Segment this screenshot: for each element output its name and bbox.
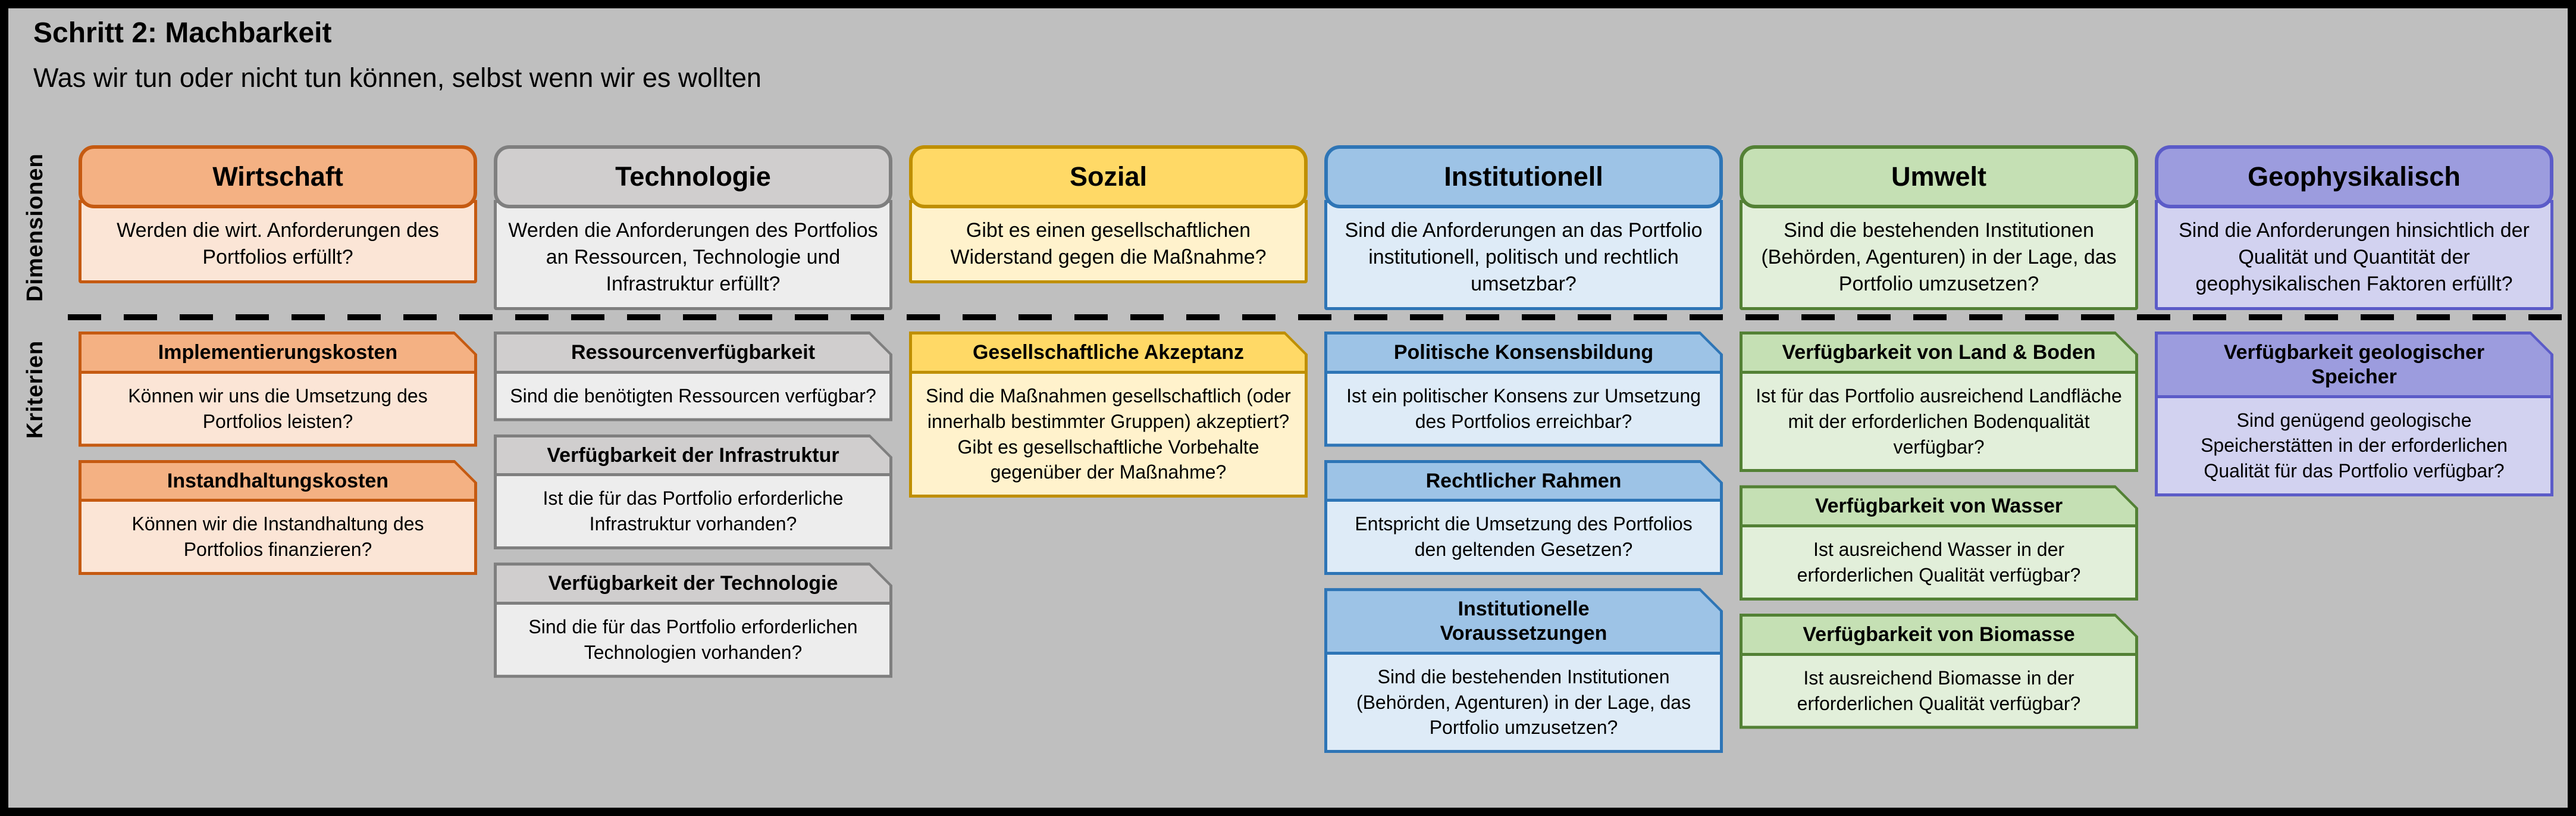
criteria-list-technologie: Ressourcenverfügbarkeit Sind die benötig… <box>494 332 892 691</box>
criterion-question: Ist ausreichend Wasser in der erforderli… <box>1743 527 2135 598</box>
criterion-title: Politische Konsensbildung <box>1327 334 1720 374</box>
criterion-question: Ist die für das Portfolio erforderliche … <box>497 476 889 546</box>
criterion-title: Verfügbarkeit von Land & Boden <box>1743 334 2135 374</box>
criterion-card: Implementierungskosten Können wir uns di… <box>82 334 474 444</box>
row-label-dimensionen: Dimensionen <box>23 153 48 302</box>
criterion-card: Verfügbarkeit geologischer Speicher Sind… <box>2158 334 2550 493</box>
criterion-card: Verfügbarkeit von Biomasse Ist ausreiche… <box>1743 617 2135 726</box>
criterion-card: Verfügbarkeit von Wasser Ist ausreichend… <box>1743 488 2135 598</box>
criterion-institutionelle-voraussetzungen: Institutionelle Voraussetzungen Sind die… <box>1324 588 1723 753</box>
dimension-question-technologie: Werden die Anforderungen des Portfolios … <box>494 200 892 310</box>
dimension-question-sozial: Gibt es einen gesellschaftlichen Widerst… <box>909 200 1308 283</box>
column-sozial: Sozial Gibt es einen gesellschaftlichen … <box>909 145 1308 809</box>
columns-container: Wirtschaft Werden die wirt. Anforderunge… <box>79 145 2553 809</box>
criterion-title: Gesellschaftliche Akzeptanz <box>912 334 1305 374</box>
dashed-divider-line <box>68 314 2568 320</box>
criterion-title: Institutionelle Voraussetzungen <box>1327 591 1720 655</box>
criterion-card: Institutionelle Voraussetzungen Sind die… <box>1327 591 1720 750</box>
page-header: Schritt 2: Machbarkeit Was wir tun oder … <box>33 17 761 93</box>
criterion-wasser: Verfügbarkeit von Wasser Ist ausreichend… <box>1740 485 2138 601</box>
column-geophysikalisch: Geophysikalisch Sind die Anforderungen h… <box>2155 145 2553 809</box>
dimension-title-wirtschaft: Wirtschaft <box>79 145 477 208</box>
criteria-list-geophysikalisch: Verfügbarkeit geologischer Speicher Sind… <box>2155 332 2553 509</box>
dimension-title-geophysikalisch: Geophysikalisch <box>2155 145 2553 208</box>
criterion-question: Ist ausreichend Biomasse in der erforder… <box>1743 656 2135 726</box>
criterion-verfuegbarkeit-infrastruktur: Verfügbarkeit der Infrastruktur Ist die … <box>494 434 892 550</box>
column-institutionell: Institutionell Sind die Anforderungen an… <box>1324 145 1723 809</box>
criterion-question: Ist ein politischer Konsens zur Umsetzun… <box>1327 374 1720 444</box>
criterion-title: Verfügbarkeit geologischer Speicher <box>2158 334 2550 398</box>
criterion-title: Ressourcenverfügbarkeit <box>497 334 889 374</box>
criterion-question: Sind die Maßnahmen gesellschaftlich (ode… <box>912 374 1305 495</box>
criterion-card: Instandhaltungskosten Können wir die Ins… <box>82 463 474 573</box>
criterion-title: Verfügbarkeit der Technologie <box>497 565 889 605</box>
criterion-card: Verfügbarkeit der Infrastruktur Ist die … <box>497 437 889 547</box>
criterion-question: Sind die benötigten Ressourcen verfügbar… <box>497 374 889 418</box>
page-subtitle: Was wir tun oder nicht tun können, selbs… <box>33 62 761 93</box>
column-wirtschaft: Wirtschaft Werden die wirt. Anforderunge… <box>79 145 477 809</box>
criterion-question: Sind die bestehenden Institutionen (Behö… <box>1327 655 1720 751</box>
criterion-title: Rechtlicher Rahmen <box>1327 463 1720 502</box>
dimension-title-technologie: Technologie <box>494 145 892 208</box>
criterion-geologische-speicher: Verfügbarkeit geologischer Speicher Sind… <box>2155 332 2553 496</box>
criterion-politische-konsensbildung: Politische Konsensbildung Ist ein politi… <box>1324 332 1723 447</box>
dimension-title-sozial: Sozial <box>909 145 1308 208</box>
dimension-question-wirtschaft: Werden die wirt. Anforderungen des Portf… <box>79 200 477 283</box>
criterion-implementierungskosten: Implementierungskosten Können wir uns di… <box>79 332 477 447</box>
criterion-rechtlicher-rahmen: Rechtlicher Rahmen Entspricht die Umsetz… <box>1324 460 1723 576</box>
criterion-gesellschaftliche-akzeptanz: Gesellschaftliche Akzeptanz Sind die Maß… <box>909 332 1308 498</box>
criterion-verfuegbarkeit-technologie: Verfügbarkeit der Technologie Sind die f… <box>494 562 892 678</box>
criterion-card: Politische Konsensbildung Ist ein politi… <box>1327 334 1720 444</box>
criterion-title: Instandhaltungskosten <box>82 463 474 502</box>
dimension-question-institutionell: Sind die Anforderungen an das Portfolio … <box>1324 200 1723 310</box>
criterion-question: Sind genügend geologische Speicherstätte… <box>2158 398 2550 494</box>
dimension-question-umwelt: Sind die bestehenden Institutionen (Behö… <box>1740 200 2138 310</box>
column-umwelt: Umwelt Sind die bestehenden Institutione… <box>1740 145 2138 809</box>
criterion-question: Entspricht die Umsetzung des Portfolios … <box>1327 502 1720 572</box>
criteria-list-institutionell: Politische Konsensbildung Ist ein politi… <box>1324 332 1723 766</box>
row-label-kriterien: Kriterien <box>23 340 48 439</box>
criterion-question: Ist für das Portfolio ausreichend Landfl… <box>1743 374 2135 470</box>
page-title: Schritt 2: Machbarkeit <box>33 17 332 49</box>
column-technologie: Technologie Werden die Anforderungen des… <box>494 145 892 809</box>
criteria-list-sozial: Gesellschaftliche Akzeptanz Sind die Maß… <box>909 332 1308 511</box>
criterion-ressourcenverfuegbarkeit: Ressourcenverfügbarkeit Sind die benötig… <box>494 332 892 421</box>
criterion-biomasse: Verfügbarkeit von Biomasse Ist ausreiche… <box>1740 614 2138 729</box>
criterion-card: Rechtlicher Rahmen Entspricht die Umsetz… <box>1327 463 1720 573</box>
dimension-question-geophysikalisch: Sind die Anforderungen hinsichtlich der … <box>2155 200 2553 310</box>
criteria-list-umwelt: Verfügbarkeit von Land & Boden Ist für d… <box>1740 332 2138 742</box>
criterion-title: Implementierungskosten <box>82 334 474 374</box>
criterion-question: Sind die für das Portfolio erforderliche… <box>497 605 889 675</box>
criterion-card: Verfügbarkeit von Land & Boden Ist für d… <box>1743 334 2135 469</box>
criterion-card: Verfügbarkeit der Technologie Sind die f… <box>497 565 889 675</box>
criterion-title: Verfügbarkeit von Biomasse <box>1743 617 2135 656</box>
criterion-card: Gesellschaftliche Akzeptanz Sind die Maß… <box>912 334 1305 495</box>
dimension-title-institutionell: Institutionell <box>1324 145 1723 208</box>
dimension-title-umwelt: Umwelt <box>1740 145 2138 208</box>
criterion-instandhaltungskosten: Instandhaltungskosten Können wir die Ins… <box>79 460 477 576</box>
criterion-title: Verfügbarkeit der Infrastruktur <box>497 437 889 477</box>
criterion-question: Können wir uns die Umsetzung des Portfol… <box>82 374 474 444</box>
criterion-title: Verfügbarkeit von Wasser <box>1743 488 2135 527</box>
criteria-list-wirtschaft: Implementierungskosten Können wir uns di… <box>79 332 477 588</box>
criterion-land-boden: Verfügbarkeit von Land & Boden Ist für d… <box>1740 332 2138 472</box>
criterion-question: Können wir die Instandhaltung des Portfo… <box>82 502 474 572</box>
criterion-card: Ressourcenverfügbarkeit Sind die benötig… <box>497 334 889 418</box>
